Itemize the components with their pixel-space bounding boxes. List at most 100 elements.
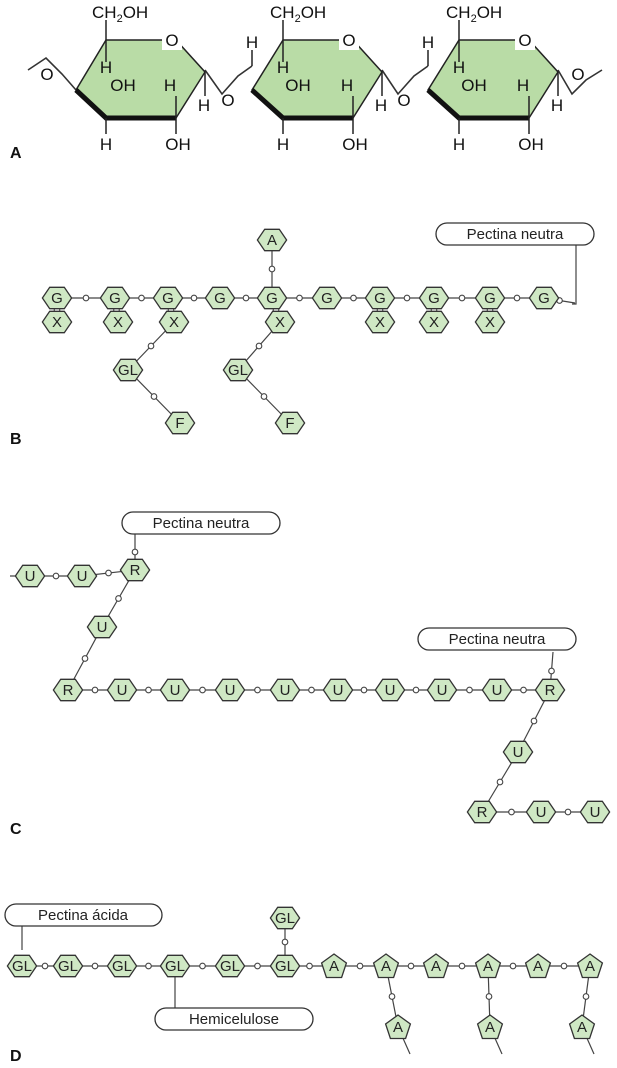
galactose-residue-label: GL [228,362,248,379]
galacturonic-acid-residue-label: U [590,804,601,821]
arabinose-residue-label: A [485,1019,495,1036]
glucose-residue-label: G [266,290,278,307]
galacturonic-acid-residue-label: U [97,619,108,636]
galacturonic-acid-residue: U [374,678,406,702]
linkage-dot [199,686,206,694]
linkage-dot [281,938,289,946]
linkage-dot [548,667,555,675]
linkage-dot [91,686,99,694]
glucose-residue: G [256,286,288,310]
linkage-dot [199,962,206,970]
link-bond [381,65,429,96]
panel-b-tag: B [10,431,22,448]
h-label: H [277,58,289,77]
glucose-ring [250,20,383,134]
glucose-residue: G [152,286,184,310]
link-o-label: O [221,91,234,110]
fucose-residue: F [164,411,196,435]
galacturonic-acid-residue-label: U [225,682,236,699]
galactose-residue-label: GL [275,958,295,975]
galactose-residue-label: GL [58,958,78,975]
linkage-dot [296,294,303,302]
galacturonic-acid-residue: U [66,564,98,588]
glucose-residue: G [311,286,343,310]
fucose-residue: F [274,411,306,435]
h-label: H [198,96,210,115]
linkage-dot [356,962,364,970]
xylose-residue: X [102,310,134,334]
galactose-residue-label: GL [165,958,185,975]
arabinose-residue: A [576,953,604,979]
galacturonic-acid-residue-label: U [77,568,88,585]
linkage-dot [485,993,493,1000]
glucose-residue-label: G [374,290,386,307]
linkage-dot [105,569,112,577]
linkage-dot [268,265,276,273]
linkage-dot [41,962,49,970]
galacturonic-acid-residue: U [525,800,557,824]
linkage-dot [509,962,517,970]
galactose-residue: GL [269,954,301,978]
galactose-residue: GL [214,954,246,978]
xylose-residue: X [364,310,396,334]
linkage-dot [582,993,590,1000]
h-label: H [422,33,434,52]
ring-o-label: O [342,31,355,50]
hemicelulose-box [154,1007,314,1031]
glucose-residue: G [99,286,131,310]
pectina-neutra-box [435,222,595,246]
link-o-label: O [397,91,410,110]
galacturonic-acid-residue-label: U [333,682,344,699]
link-bond [27,56,77,91]
glucose-ring [74,20,206,134]
xylose-residue-label: X [52,314,62,331]
xylose-residue-label: X [113,314,123,331]
h-label: H [453,135,465,154]
galacturonic-acid-residue: U [106,678,138,702]
galacturonic-acid-residue: U [269,678,301,702]
linkage-dot [350,294,357,302]
pectina-acida-label: Pectina ácida [38,907,129,924]
oh-label: OH [110,76,136,95]
linkage-dot [458,962,466,970]
arabinose-residue-label: A [577,1019,587,1036]
arabinose-residue-label: A [381,958,391,975]
glucose-residue: G [418,286,450,310]
galacturonic-acid-residue: U [322,678,354,702]
h-label: H [517,76,529,95]
arabinose-residue-label: A [393,1019,403,1036]
glucose-residue: G [41,286,73,310]
glucose-residue-label: G [428,290,440,307]
arabinose-residue-label: A [431,958,441,975]
arabinose-residue: A [476,1014,504,1040]
rhamnose-residue-label: R [63,682,74,699]
chain-labels: Pectina neutra Pectina neutra Pectina ne… [4,222,595,1065]
galacturonic-acid-residue-label: U [25,568,36,585]
glucose-residue-label: G [51,290,63,307]
arabinose-residue: A [422,953,450,979]
glucose-residue-label: G [538,290,550,307]
arabinose-residue: A [474,953,502,979]
xylose-residue: X [264,310,296,334]
linkage-dot [466,686,473,694]
linkage-dot [254,686,261,694]
glucose-residue-label: G [484,290,496,307]
h-label: H [375,96,387,115]
linkage-dot [138,294,145,302]
xylose-residue: X [418,310,450,334]
linkage-dot [306,962,313,970]
pectina-neutra-label: Pectina neutra [153,515,250,532]
galactose-residue: GL [269,906,301,930]
h-label: H [551,96,563,115]
link-bond [204,65,253,96]
glucose-residue-label: G [321,290,333,307]
galacturonic-acid-residue-label: U [117,682,128,699]
arabinose-residue-label: A [585,958,595,975]
linkage-dot [520,686,527,694]
arabinose-residue-label: A [329,958,339,975]
linkage-dot [403,294,411,302]
pectina-neutra-label: Pectina neutra [467,226,564,243]
